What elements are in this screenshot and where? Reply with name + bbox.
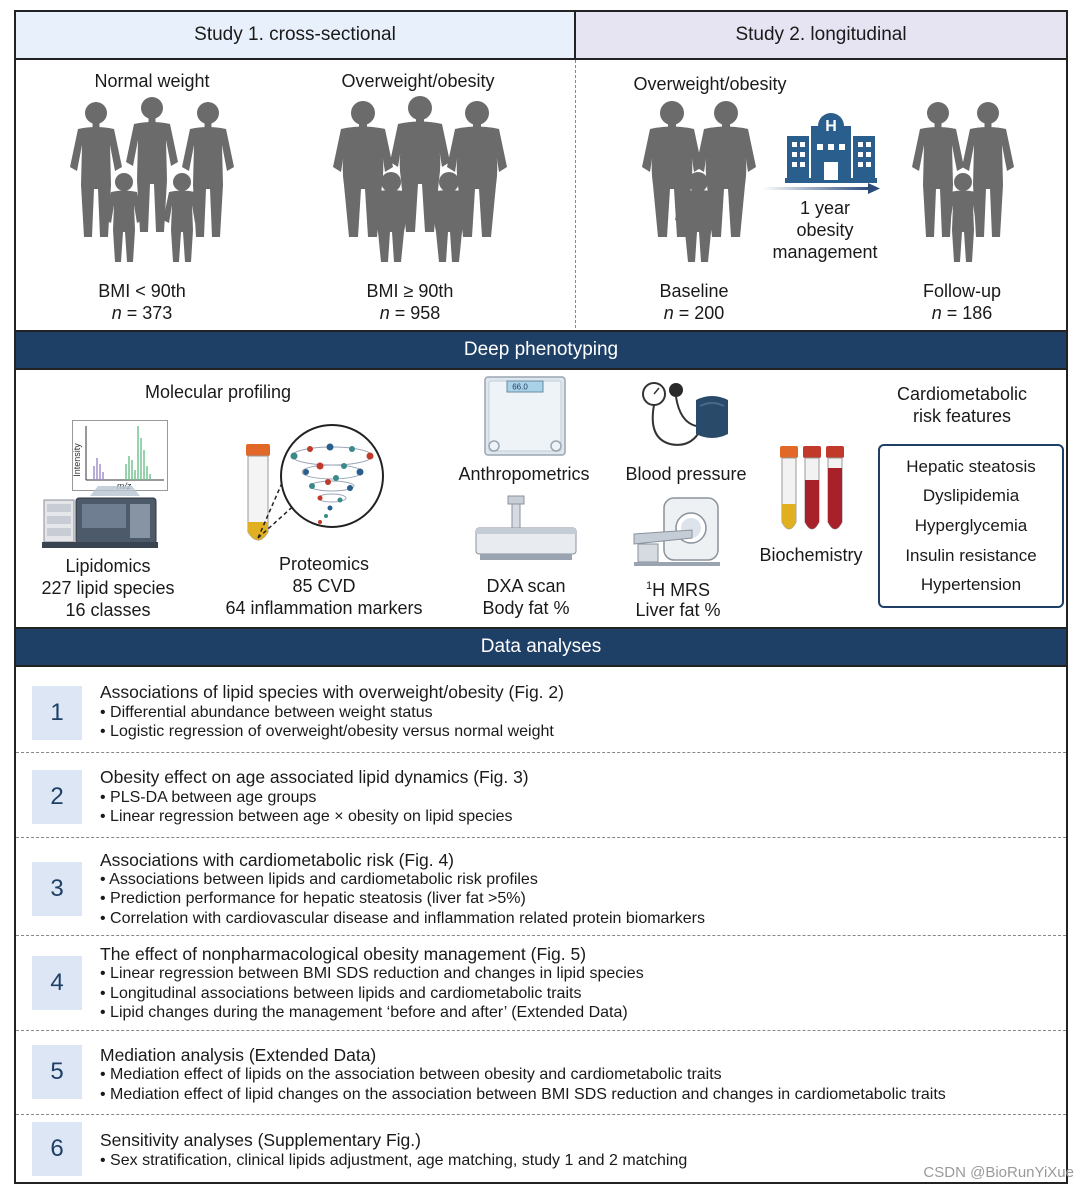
- intervention-line1: 1 year: [760, 197, 890, 219]
- analysis-title: Associations of lipid species with overw…: [100, 682, 564, 703]
- followup-silhouettes-icon: [908, 100, 1018, 270]
- overweight-bmi: BMI ≥ 90th: [340, 280, 480, 302]
- analysis-bullet: • Associations between lipids and cardio…: [100, 871, 538, 889]
- intervention-line2: obesity: [760, 219, 890, 241]
- analysis-number: 3: [32, 862, 82, 916]
- baseline-n: n = 200: [630, 302, 758, 324]
- blood-tubes-icon: [776, 444, 846, 536]
- analysis-bullet: • Prediction performance for hepatic ste…: [100, 890, 526, 908]
- analysis-bullet: • Logistic regression of overweight/obes…: [100, 723, 554, 741]
- analysis-bullet: • Linear regression between BMI SDS redu…: [100, 965, 644, 983]
- spectrum-ylabel: Intensity: [72, 443, 82, 477]
- normal-weight-bmi: BMI < 90th: [72, 280, 212, 302]
- study2-title: Study 2. longitudinal: [735, 24, 906, 46]
- overweight-n: n = 958: [340, 302, 480, 324]
- analysis-title: Associations with cardiometabolic risk (…: [100, 850, 454, 871]
- mass-spectrometer-icon: [40, 486, 160, 552]
- lipidomics-label: Lipidomics: [30, 555, 186, 577]
- overweight-label: Overweight/obesity: [318, 70, 518, 92]
- cardiometabolic-title-line2: risk features: [882, 405, 1042, 427]
- analysis-title: Obesity effect on age associated lipid d…: [100, 767, 529, 788]
- analysis-number: 1: [32, 686, 82, 740]
- study2-group-label: Overweight/obesity: [612, 73, 808, 95]
- analysis-divider: [16, 1114, 1066, 1115]
- deep-phenotyping-header: Deep phenotyping: [14, 330, 1068, 370]
- analysis-number: 6: [32, 1122, 82, 1176]
- mrs-liverfat: Liver fat %: [618, 599, 738, 621]
- risk-feature: Dyslipidemia: [923, 486, 1019, 506]
- risk-feature: Hyperglycemia: [915, 516, 1027, 536]
- study1-header: Study 1. cross-sectional: [14, 10, 576, 60]
- anthropometrics-label: Anthropometrics: [448, 463, 600, 485]
- cardiometabolic-title-line1: Cardiometabolic: [882, 383, 1042, 405]
- dxa-scanner-icon: [474, 494, 578, 564]
- followup-label: Follow-up: [898, 280, 1026, 302]
- mrs-label: 1H MRS: [618, 575, 738, 601]
- normal-weight-label: Normal weight: [72, 70, 232, 92]
- biochemistry-label: Biochemistry: [750, 544, 872, 566]
- analysis-title: Sensitivity analyses (Supplementary Fig.…: [100, 1130, 421, 1151]
- risk-feature: Insulin resistance: [905, 546, 1036, 566]
- study1-title: Study 1. cross-sectional: [194, 24, 396, 46]
- analysis-number: 4: [32, 956, 82, 1010]
- blood-pressure-icon: [640, 378, 732, 456]
- analysis-divider: [16, 935, 1066, 936]
- deep-phenotyping-title: Deep phenotyping: [464, 339, 618, 361]
- intervention-line3: management: [760, 241, 890, 263]
- analysis-title: The effect of nonpharmacological obesity…: [100, 944, 586, 965]
- overweight-silhouettes-icon: [325, 100, 515, 270]
- study-divider: [575, 60, 576, 328]
- analysis-bullet: • Lipid changes during the management ‘b…: [100, 1004, 628, 1022]
- lipidomics-classes: 16 classes: [30, 599, 186, 621]
- analysis-number: 5: [32, 1045, 82, 1099]
- analysis-bullet: • Longitudinal associations between lipi…: [100, 985, 581, 1003]
- data-analyses-title: Data analyses: [481, 636, 601, 658]
- dxa-bodyfat: Body fat %: [466, 597, 586, 619]
- analysis-bullet: • Correlation with cardiovascular diseas…: [100, 910, 705, 928]
- mri-scanner-icon: [632, 496, 722, 570]
- proteomics-sample-icon: [240, 420, 390, 552]
- baseline-label: Baseline: [630, 280, 758, 302]
- followup-n: n = 186: [898, 302, 1026, 324]
- study2-header: Study 2. longitudinal: [574, 10, 1068, 60]
- scale-reading: 66.0: [512, 383, 528, 392]
- analysis-bullet: • Mediation effect of lipids on the asso…: [100, 1066, 722, 1084]
- normal-weight-silhouettes-icon: [60, 100, 250, 270]
- proteomics-cvd: 85 CVD: [244, 575, 404, 597]
- blood-pressure-label: Blood pressure: [614, 463, 758, 485]
- analysis-bullet: • Differential abundance between weight …: [100, 704, 433, 722]
- normal-weight-n: n = 373: [72, 302, 212, 324]
- analysis-title: Mediation analysis (Extended Data): [100, 1045, 376, 1066]
- arrow-right-icon: [762, 182, 882, 196]
- analysis-number: 2: [32, 770, 82, 824]
- analysis-bullet: • Linear regression between age × obesit…: [100, 808, 513, 826]
- hospital-icon: H: [783, 112, 879, 184]
- risk-feature: Hepatic steatosis: [906, 457, 1035, 477]
- analysis-divider: [16, 837, 1066, 838]
- analysis-bullet: • Mediation effect of lipid changes on t…: [100, 1086, 946, 1104]
- baseline-silhouettes-icon: [640, 100, 760, 270]
- analysis-divider: [16, 1030, 1066, 1031]
- proteomics-inflammation: 64 inflammation markers: [212, 597, 436, 619]
- molecular-profiling-label: Molecular profiling: [120, 381, 316, 403]
- watermark: CSDN @BioRunYiXue: [923, 1164, 1074, 1181]
- analysis-bullet: • PLS-DA between age groups: [100, 789, 316, 807]
- svg-text:H: H: [825, 118, 837, 135]
- lipidomics-species: 227 lipid species: [30, 577, 186, 599]
- proteomics-label: Proteomics: [244, 553, 404, 575]
- mass-spectrum-icon: Intensity m/z: [72, 420, 168, 492]
- scale-icon: 66.0: [484, 376, 566, 456]
- analysis-bullet: • Sex stratification, clinical lipids ad…: [100, 1152, 687, 1170]
- data-analyses-header: Data analyses: [14, 627, 1068, 667]
- risk-features-box: Hepatic steatosis Dyslipidemia Hyperglyc…: [878, 444, 1064, 608]
- risk-feature: Hypertension: [921, 575, 1021, 595]
- analysis-divider: [16, 752, 1066, 753]
- dxa-label: DXA scan: [466, 575, 586, 597]
